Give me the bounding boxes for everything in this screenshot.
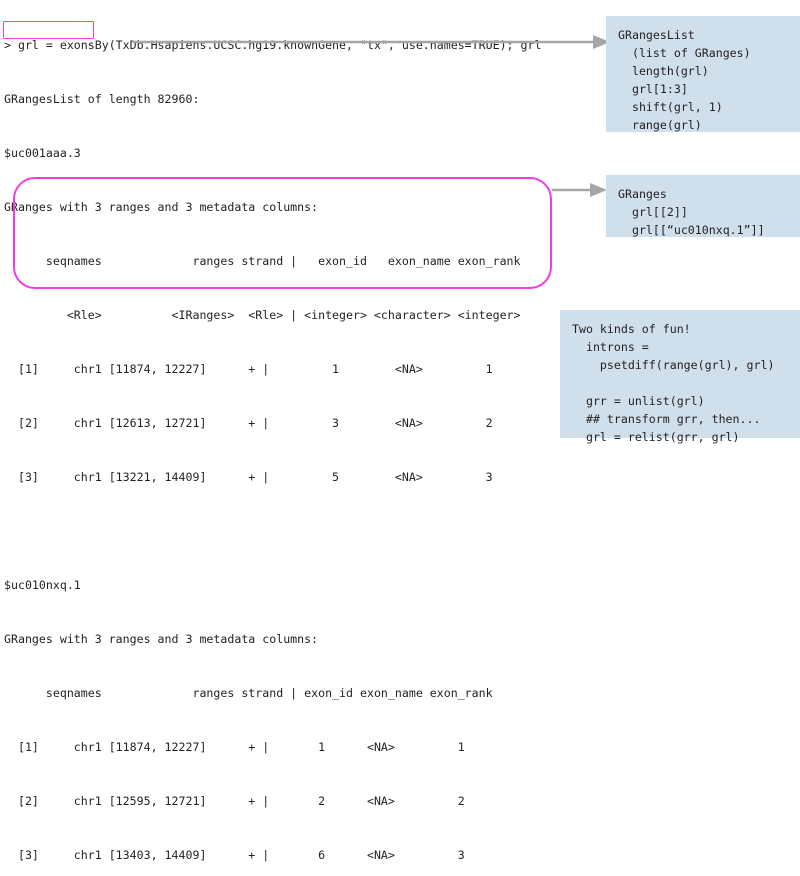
callout-two-kinds-of-fun: Two kinds of fun! introns = psetdiff(ran… bbox=[560, 310, 800, 444]
console-line: $uc001aaa.3 bbox=[4, 146, 81, 160]
r-console-transcript: > grl = exonsBy(TxDb.Hsapiens.UCSC.hg19.… bbox=[0, 38, 600, 862]
console-line: GRanges with 3 ranges and 3 metadata col… bbox=[4, 200, 319, 214]
console-line: [1] chr1 [11874, 12227] + | 1 <NA> 1 bbox=[4, 740, 465, 754]
console-line: [1] chr1 [11874, 12227] + | 1 <NA> 1 bbox=[4, 362, 493, 376]
console-line: $uc010nxq.1 bbox=[4, 578, 81, 592]
arrow-granges-block-to-callout bbox=[552, 182, 608, 198]
console-line: seqnames ranges strand | exon_id exon_na… bbox=[4, 254, 521, 268]
console-line: seqnames ranges strand | exon_id exon_na… bbox=[4, 686, 493, 700]
console-line: GRanges with 3 ranges and 3 metadata col… bbox=[4, 632, 319, 646]
console-line: [2] chr1 [12595, 12721] + | 2 <NA> 2 bbox=[4, 794, 465, 808]
console-line: [3] chr1 [13221, 14409] + | 5 <NA> 3 bbox=[4, 470, 493, 484]
console-line: <Rle> <IRanges> <Rle> | <integer> <chara… bbox=[4, 308, 521, 322]
console-line: [3] chr1 [13403, 14409] + | 6 <NA> 3 bbox=[4, 848, 465, 862]
console-line: [2] chr1 [12613, 12721] + | 3 <NA> 2 bbox=[4, 416, 493, 430]
console-line-blank bbox=[0, 522, 600, 540]
console-line: GRangesList of length 82960: bbox=[4, 92, 200, 106]
callout-granges: GRanges grl[[2]] grl[[“uc010nxq.1”]] bbox=[606, 175, 800, 237]
callout-grangeslist: GRangesList (list of GRanges) length(grl… bbox=[606, 16, 800, 132]
arrow-grangeslist-to-callout bbox=[133, 34, 611, 50]
slide-canvas: > grl = exonsBy(TxDb.Hsapiens.UCSC.hg19.… bbox=[3, 16, 800, 862]
